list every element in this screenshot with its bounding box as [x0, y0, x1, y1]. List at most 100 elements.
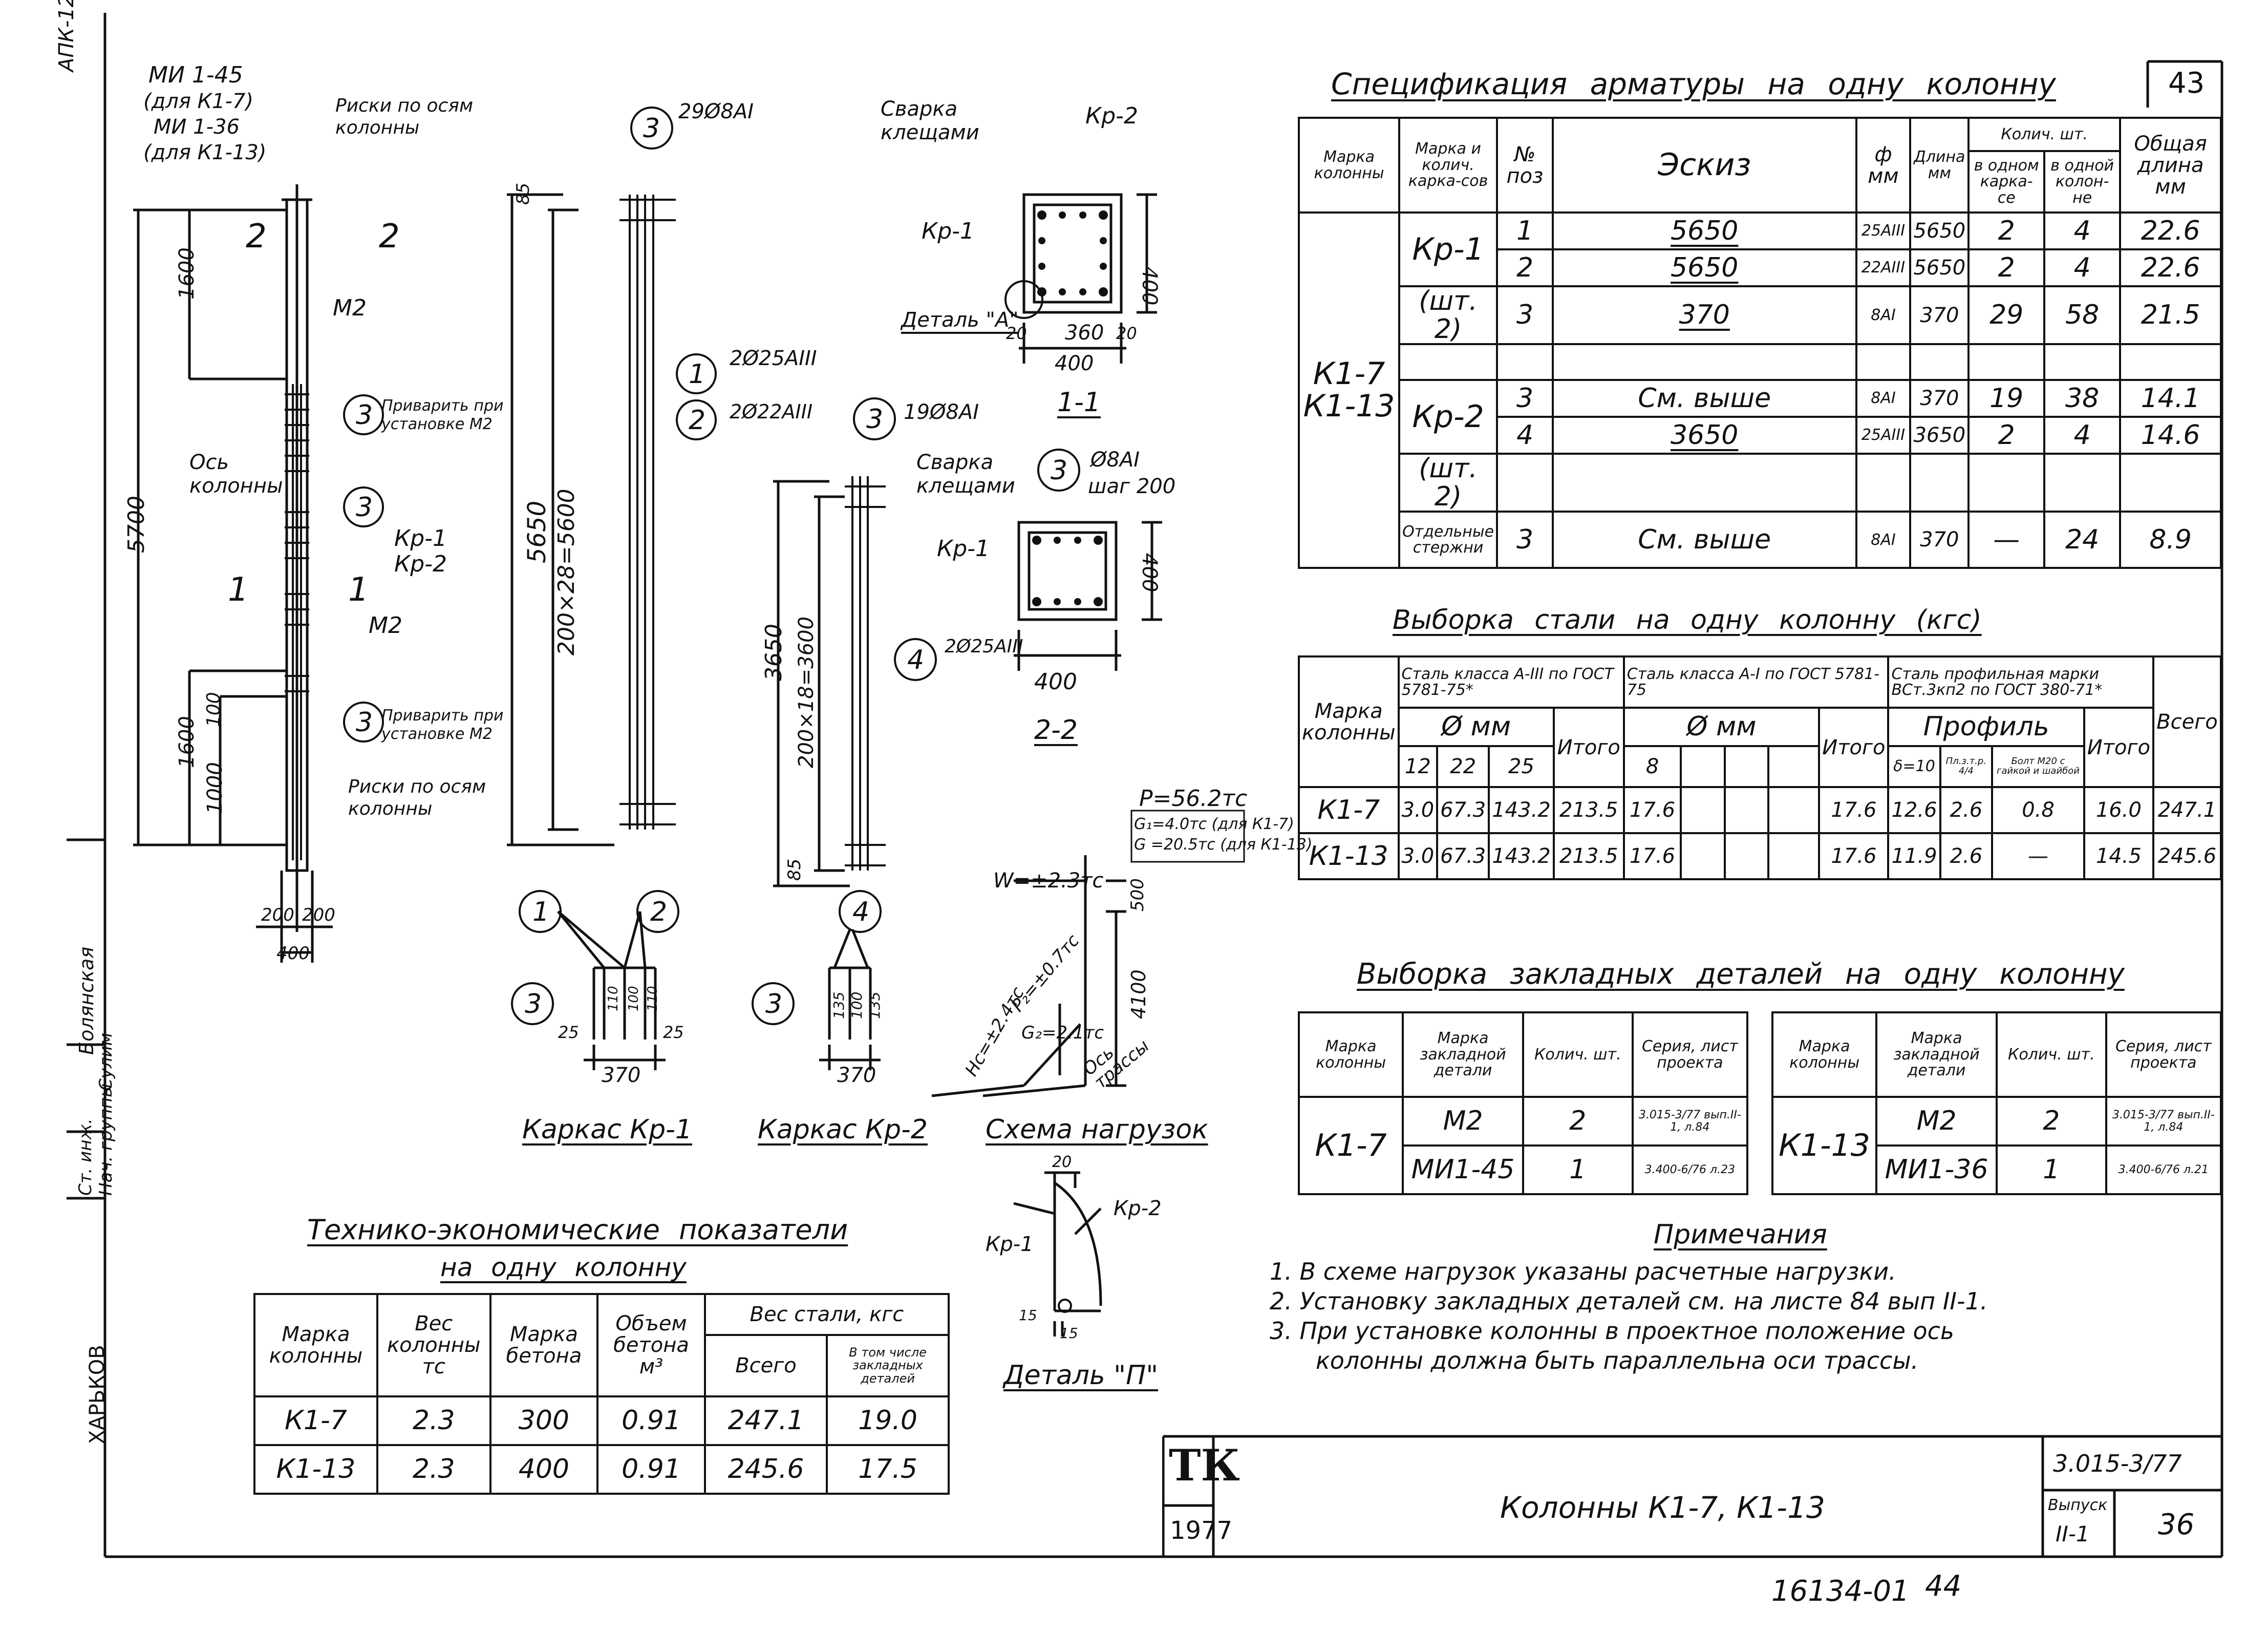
load-scheme [931, 810, 1245, 1097]
kr1-dim-pitch: 200×28=5600 [553, 489, 580, 655]
steel-sub-22: 22 [1436, 745, 1490, 788]
spec-r6-total: 8.9 [2119, 511, 2222, 569]
tech-h-steel: Вес стали, кгс [703, 1293, 950, 1336]
tech-r1-s: 247.1 [703, 1395, 828, 1446]
s11-kp1-label: Кр-1 [922, 218, 975, 244]
tech-r1-b: 300 [489, 1395, 599, 1446]
steel-r2-d8: 17.6 [1622, 832, 1682, 880]
title-block-frame [1162, 1435, 2222, 1557]
column-elevation [133, 184, 333, 963]
kr1-dim-25-right: 25 [663, 1023, 684, 1042]
dim-1000: 1000 [203, 762, 227, 814]
section-mark-2-left: 2 [246, 218, 267, 256]
dim-5700: 5700 [123, 496, 149, 553]
load-g1: G₁=4.0тс (для К1-7) [1134, 815, 1294, 833]
emb-r-r2-ser: 3.400-6/76 л.21 [2105, 1144, 2222, 1195]
spec-r2-pos: 2 [1496, 248, 1554, 287]
s22-dim-400-vert: 400 [1138, 553, 1161, 592]
tech-r2-mark: К1-13 [253, 1444, 378, 1495]
organization: ХАРЬКОВ [85, 1345, 109, 1444]
tech-r2-b: 400 [489, 1444, 599, 1495]
tech-r1-v: 0.91 [596, 1395, 706, 1446]
steel-r1-p1: 12.6 [1887, 786, 1941, 834]
emb-l-h-ser: Серия, лист проекта [1631, 1011, 1749, 1098]
dim-200-right: 200 [302, 905, 335, 925]
steel-h-itogo-3: Итого [2083, 707, 2154, 788]
detail-dim-15-a: 15 [1019, 1307, 1037, 1324]
s11-kp2-label: Кр-2 [1085, 103, 1139, 129]
margin-role-2: Ст. инж. [75, 1118, 96, 1196]
section-mark-1-left: 1 [228, 571, 249, 609]
emb-r-r1-qty: 2 [1995, 1096, 2107, 1147]
steel-r2-p1: 11.9 [1887, 832, 1941, 880]
s22-dim-400: 400 [1034, 669, 1077, 695]
emb-r-h-mark: Марка колонны [1771, 1011, 1878, 1098]
tech-title-1: Технико-экономические показатели [307, 1214, 848, 1246]
steel-sub-delta: δ=10 [1887, 745, 1941, 788]
kr2-dim-135-a: 135 [830, 991, 847, 1019]
tech-h-weight: Вес колонны тс [376, 1293, 491, 1397]
tech-h-concrete: Марка бетона [489, 1293, 599, 1397]
s11-dim-20-right: 20 [1116, 324, 1137, 343]
risk-label-top: Риски по осям колонны [335, 95, 474, 139]
kr2-dim-370: 370 [837, 1064, 876, 1087]
svg-text:4: 4 [907, 645, 924, 675]
spec-r2-total: 22.6 [2119, 248, 2222, 287]
emb-l-col: К1-7 [1297, 1096, 1404, 1195]
detail-dim-15-b: 15 [1060, 1325, 1078, 1342]
load-w: W=±2.3тс [993, 869, 1104, 893]
emb-l-h-part: Марка закладной детали [1402, 1011, 1524, 1098]
tech-r1-mark: К1-7 [253, 1395, 378, 1446]
spec-separate: Отдельные стержни [1398, 511, 1499, 569]
dim-1600-top: 1600 [175, 247, 199, 300]
emb-r-r1-part: М2 [1875, 1096, 1998, 1147]
s22-kp1-label: Кр-1 [937, 536, 990, 562]
spec-r3-q1: 29 [1967, 285, 2046, 346]
steel-sub-plate: Пл.з.т.р. 4/4 [1939, 745, 1994, 788]
kr2-bar3-label: 19Ø8AI [904, 400, 979, 424]
tech-table: Марка колонны Вес колонны тс Марка бетон… [253, 1293, 950, 1495]
emb-l-r1-qty: 2 [1522, 1096, 1634, 1147]
spec-r4-dia: 8AI [1855, 379, 1912, 418]
dim-1600-bottom: 1600 [175, 716, 199, 768]
emb-l-r1-ser: 3.015-3/77 вып.II-1, л.84 [1631, 1096, 1749, 1147]
spec-r1-sketch: 5650 [1671, 215, 1739, 246]
svg-text:3: 3 [356, 707, 373, 738]
s11-dim-400: 400 [1055, 352, 1094, 375]
emb-l-r1-part: М2 [1402, 1096, 1524, 1147]
kr1-dim-25-left: 25 [558, 1023, 579, 1042]
title-main: Колонны К1-7, К1-13 [1500, 1490, 1825, 1525]
mi2-label: МИ 1-36 [154, 115, 240, 139]
mi1-label: МИ 1-45 [148, 62, 243, 88]
spec-r6-dia: 8AI [1855, 511, 1912, 569]
spec-h-sketch: Эскиз [1551, 117, 1857, 214]
spec-frame2: Кр-2 [1398, 379, 1499, 455]
title-sheet: 36 [2158, 1508, 2195, 1541]
kr1-dim-85: 85 [513, 182, 533, 205]
steel-h-vsego: Всего [2152, 655, 2222, 788]
steel-sub-12: 12 [1397, 745, 1439, 788]
emb-l-h-mark: Марка колонны [1297, 1011, 1404, 1098]
spec-h-total: Общая длина мм [2119, 117, 2222, 214]
svg-text:3: 3 [866, 404, 883, 435]
steel-r2-d25: 143.2 [1488, 832, 1555, 880]
steel-h-dmm-a: Ø мм [1397, 707, 1555, 747]
margin-name-2: Болянская [75, 946, 98, 1055]
tech-h-mark: Марка колонны [253, 1293, 378, 1397]
kr2-dim-100: 100 [848, 991, 865, 1019]
kr1-dim-370: 370 [602, 1064, 641, 1087]
spec-r2-len: 5650 [1909, 248, 1970, 287]
s11-label: 1-1 [1057, 387, 1101, 418]
spec-r4-q2: 38 [2043, 379, 2122, 418]
s22-weld-label: Сварка клещами [916, 451, 1015, 498]
steel-h-a1: Сталь класса А-I по ГОСТ 5781-75 [1622, 655, 1890, 709]
load-g: G =20.5тс (для К1-13) [1134, 836, 1313, 854]
load-p: P=56.2тс [1139, 786, 1248, 812]
svg-text:3: 3 [1051, 455, 1067, 486]
spec-r5-sketch: 3650 [1671, 419, 1739, 451]
spec-r5-pos: 4 [1496, 416, 1554, 455]
s22-circle-3: 3 [1037, 449, 1080, 492]
spec-r1-len: 5650 [1909, 211, 1970, 250]
spec-r1-total: 22.6 [2119, 211, 2222, 250]
